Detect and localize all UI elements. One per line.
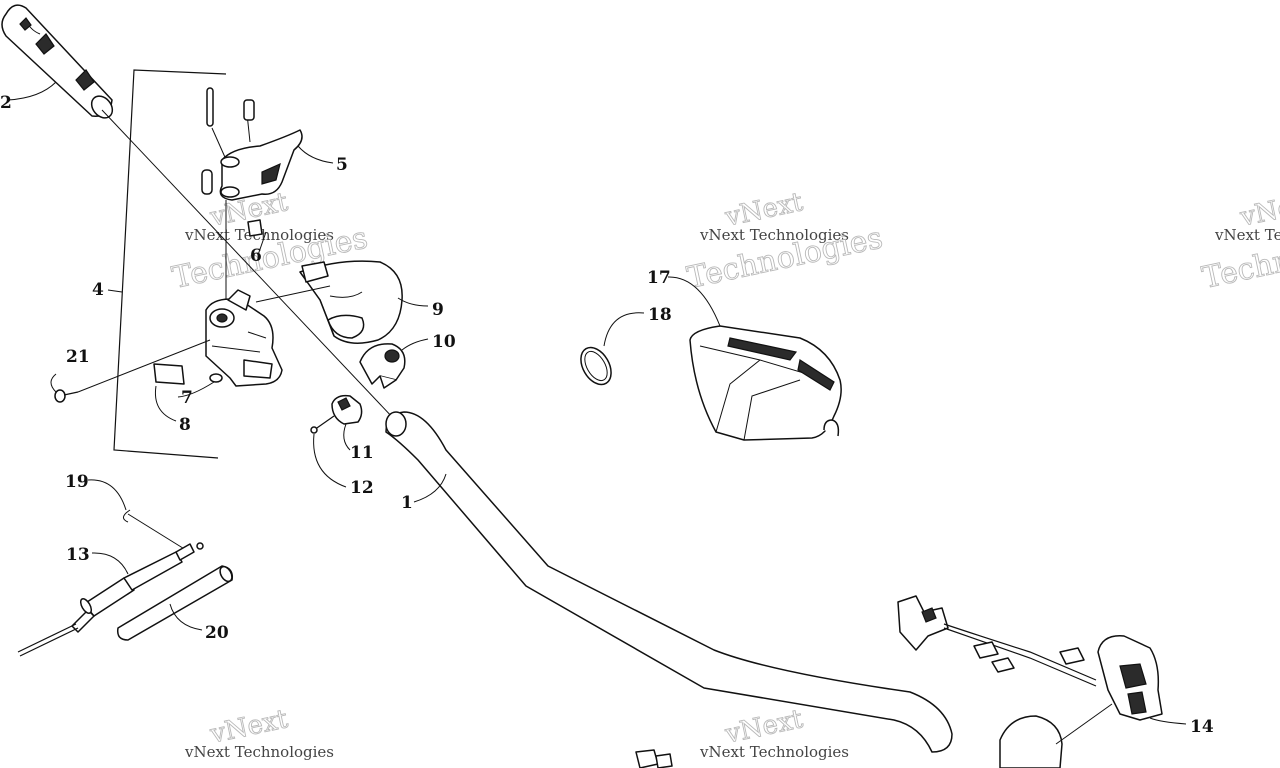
watermark-company: vNext Technologies xyxy=(699,743,849,761)
mount-clip-part xyxy=(310,394,363,434)
leader-lines xyxy=(7,81,1187,745)
ring-clamp-part xyxy=(580,346,612,386)
callout-11: 11 xyxy=(350,443,374,463)
callout-6: 6 xyxy=(250,246,262,266)
switch-housing-part xyxy=(635,595,1163,768)
watermark-5: vNext vNext Technologies xyxy=(699,704,849,761)
lever-part xyxy=(201,87,303,237)
callout-17: 17 xyxy=(647,268,671,288)
sleeve-part xyxy=(116,565,234,641)
watermark-3: vNext vNext Technologies Technologies xyxy=(1199,187,1280,297)
watermark-2: vNext vNext Technologies Technologies xyxy=(684,187,886,297)
callout-12: 12 xyxy=(350,478,374,498)
cable-part xyxy=(17,509,204,657)
screw-part xyxy=(54,339,211,403)
grip-part xyxy=(1,4,114,119)
callout-13: 13 xyxy=(66,545,90,565)
brake-body-part xyxy=(205,200,331,387)
assembly-bracket xyxy=(113,69,227,459)
callout-10: 10 xyxy=(432,332,456,352)
handguard-part xyxy=(689,325,842,441)
callout-1: 1 xyxy=(401,493,413,513)
callout-21: 21 xyxy=(66,347,90,367)
handlebar-part xyxy=(385,411,953,753)
clamp-part xyxy=(359,343,406,389)
label-plate-part xyxy=(153,363,223,385)
callout-18: 18 xyxy=(648,305,672,325)
watermark-company: vNext Technologies xyxy=(699,226,849,244)
guide-line xyxy=(101,109,396,421)
cover-part xyxy=(299,260,403,344)
watermark-4: vNext vNext Technologies xyxy=(184,704,334,761)
callout-14: 14 xyxy=(1190,717,1214,737)
watermark-company: vNext Technologies xyxy=(1214,226,1280,244)
callout-2: 2 xyxy=(0,93,12,113)
callout-4: 4 xyxy=(92,280,104,300)
callout-7: 7 xyxy=(181,388,193,408)
watermark-company: vNext Technologies xyxy=(184,743,334,761)
callout-9: 9 xyxy=(432,300,444,320)
callout-5: 5 xyxy=(336,155,348,175)
callout-19: 19 xyxy=(65,472,89,492)
callout-8: 8 xyxy=(179,415,191,435)
callout-20: 20 xyxy=(205,623,229,643)
